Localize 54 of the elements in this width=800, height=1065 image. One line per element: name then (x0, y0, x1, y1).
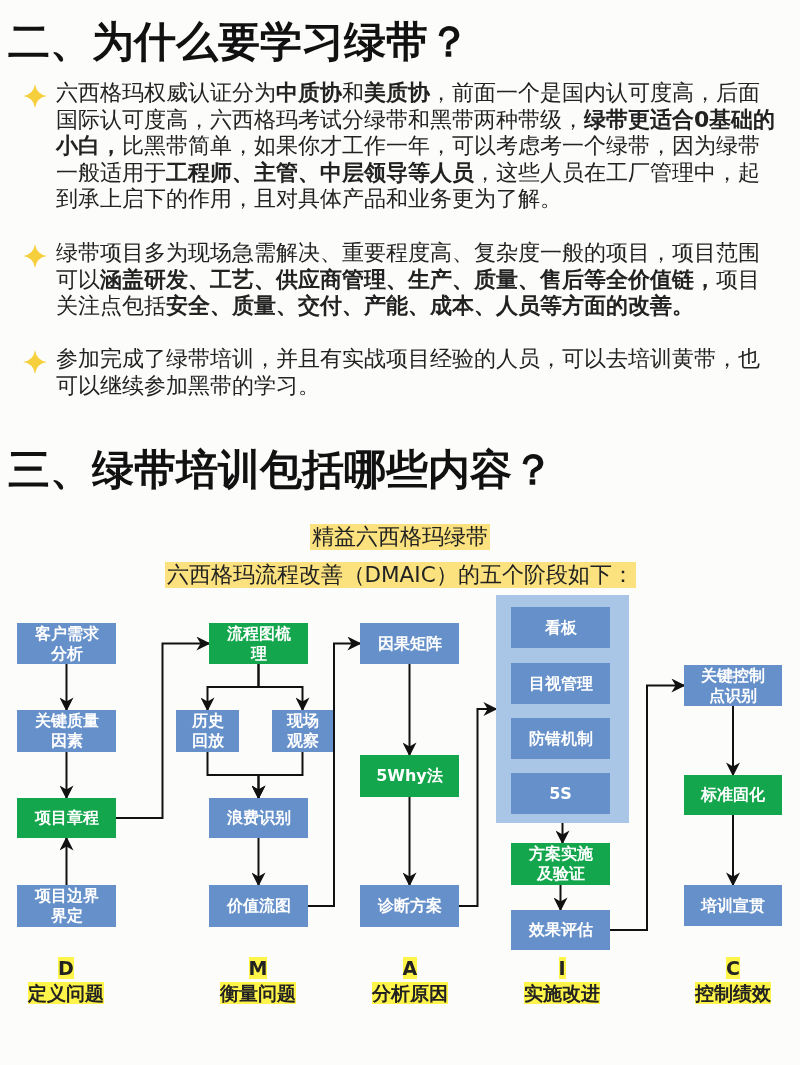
group-panel (496, 595, 629, 823)
process-box: 诊断方案 (360, 885, 459, 927)
arrow (555, 822, 570, 845)
process-box: 目视管理 (511, 663, 610, 704)
process-box: 因果矩阵 (360, 623, 459, 664)
arrow (257, 663, 310, 712)
phase-letter: D (58, 957, 74, 979)
arrow (59, 836, 74, 886)
process-box: 效果评估 (511, 910, 610, 950)
phase-name: 衡量问题 (220, 982, 296, 1004)
arrow (307, 636, 362, 907)
process-box: 价值流图 (209, 885, 308, 927)
arrow (59, 751, 74, 800)
heading: 三、绿带培训包括哪些内容？ (8, 444, 554, 496)
paragraph: 六西格玛权威认证分为中质协和美质协，前面一个是国内认可度高，后面国际认可度高，六西格玛考试分绿带和黑带两种带级，绿带更适合0基础的小白，比黑带简单，如果你才工作一年，可以考虑考一个绿带，因为绿带一般适用于工程师、主管、中层领导等人员，这些人员在工厂管理中，起到承上启下的作用，且对具体产品和业务更为了解。 (56, 80, 777, 213)
process-box: 流程图梳理 (209, 623, 308, 664)
process-box: 防错机制 (511, 718, 610, 759)
process-box: 浪费识别 (209, 798, 308, 838)
process-box: 历史回放 (176, 710, 239, 752)
paragraph: 参加完成了绿带培训，并且有实战项目经验的人员，可以去培训黄带，也可以继续参加黑带的学习。 (56, 346, 761, 399)
process-box: 项目章程 (17, 798, 116, 838)
subtitle: 精益六西格玛绿带 (310, 524, 490, 550)
subtitle: 六西格玛流程改善（DMAIC）的五个阶段如下： (164, 562, 636, 588)
arrow (251, 751, 304, 800)
arrow (726, 705, 740, 777)
phase-name: 实施改进 (524, 982, 600, 1004)
process-box: 看板 (511, 607, 610, 648)
arrow (458, 702, 498, 907)
arrow (402, 663, 417, 757)
process-box: 关键控制点识别 (684, 665, 782, 706)
process-box: 现场观察 (272, 710, 333, 752)
process-box: 客户需求分析 (17, 623, 116, 664)
arrow (553, 884, 568, 912)
process-box: 方案实施及验证 (511, 843, 610, 885)
arrow (59, 663, 74, 712)
phase-name: 定义问题 (28, 982, 104, 1004)
arrow (402, 796, 417, 887)
arrow (726, 814, 740, 887)
heading: 二、为什么要学习绿带？ (8, 16, 470, 68)
arrow (609, 678, 686, 931)
arrow (251, 837, 266, 887)
phase-letter: C (726, 957, 740, 979)
process-box: 项目边界界定 (17, 885, 116, 927)
phase-name: 分析原因 (372, 982, 448, 1004)
phase-letter: M (248, 957, 268, 979)
paragraph: 绿带项目多为现场急需解决、重要程度高、复杂度一般的项目，项目范围可以涵盖研发、工艺、供应商管理、生产、质量、售后等全价值链，项目关注点包括安全、质量、交付、产能、成本、人员等方面的改善。 (56, 240, 761, 320)
process-box: 标准固化 (684, 775, 782, 815)
process-box: 5S (511, 773, 610, 814)
arrow (115, 636, 211, 819)
process-box: 5Why法 (360, 755, 459, 797)
phase-letter: I (558, 957, 566, 979)
process-box: 关键质量因素 (17, 710, 116, 752)
process-box: 培训宣贯 (684, 885, 782, 926)
phase-name: 控制绩效 (695, 982, 771, 1004)
